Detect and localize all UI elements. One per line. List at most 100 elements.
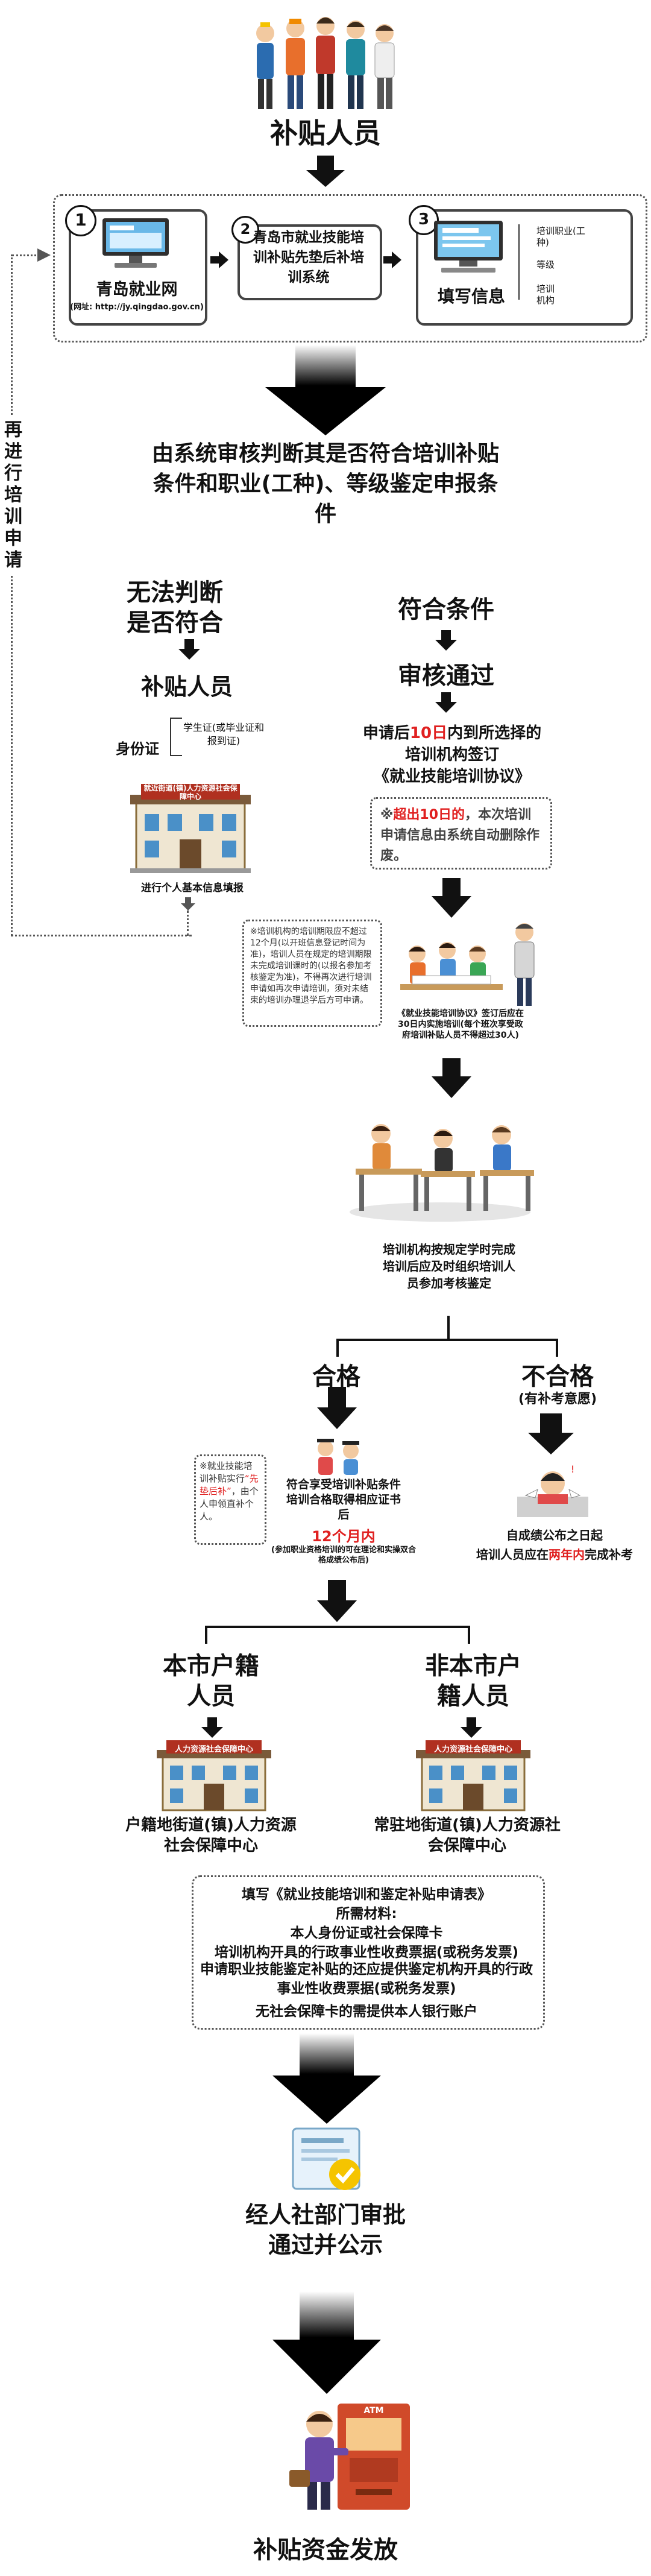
- field-item: 培训职业(工种): [536, 226, 585, 248]
- office-sign: 人力资源社会保障中心: [174, 1745, 253, 1754]
- step-3-number: 3: [409, 205, 439, 235]
- sign-days: 10日: [409, 724, 448, 742]
- materials-panel: [192, 1875, 545, 2030]
- loop-line-vertical: [11, 254, 13, 936]
- sign-line1b: 内到所选择的培训机构签订: [404, 724, 542, 764]
- materials-line3: 本人身份证或社会保障卡: [290, 1925, 443, 1941]
- page-title: 补贴人员: [270, 117, 381, 150]
- approved-title: 审核通过: [398, 662, 494, 690]
- exam-classroom-illustration: [344, 1110, 536, 1226]
- materials-line6: 无社会保障卡的需提供本人银行账户: [256, 2004, 477, 2019]
- loop-arrow-icon: [37, 248, 51, 264]
- pass-title: 合格: [312, 1363, 360, 1391]
- judge-text: 由系统审核判断其是否符合培训补贴条件和职业(工种)、等级鉴定申报条件: [151, 441, 499, 526]
- workers-illustration: [247, 9, 404, 112]
- step-3-bracket: [518, 224, 528, 300]
- pass-line1: 符合享受培训补贴条件培训合格取得相应证书后: [286, 1478, 401, 1521]
- split-line-right: [556, 1339, 558, 1357]
- graduates-illustration: [307, 1434, 368, 1479]
- arrow-down-icon: [181, 897, 195, 913]
- office-sign: 就近街道(镇)人力资源社会保障中心: [143, 784, 237, 801]
- office-building-icon: [416, 1740, 530, 1815]
- pass-months: 12个月内: [312, 1528, 376, 1545]
- steps-panel: [53, 194, 647, 343]
- sign-agreement-text: 申请后10日内到所选择的培训机构签订 《就业技能培训协议》: [362, 722, 542, 788]
- local-title: 本市户籍人员: [163, 1652, 259, 1710]
- arrow-down-icon: [435, 692, 457, 715]
- split-line-horizontal: [205, 1626, 470, 1628]
- approved-document-icon: [287, 2124, 371, 2199]
- split-line-horizontal: [336, 1339, 558, 1341]
- info-fill-note: 进行个人基本信息填报: [141, 882, 244, 894]
- warn-prefix: ※: [380, 807, 394, 822]
- fail-line1: 自成绩公布之日起: [506, 1528, 603, 1542]
- review-title: 经人社部门审批通过并公示: [245, 2202, 406, 2258]
- agreement-name: 《就业技能培训协议》: [373, 768, 530, 786]
- office-building-icon: [130, 784, 251, 877]
- field-item: 培训机构: [536, 283, 555, 306]
- form-screen-icon: [429, 221, 508, 277]
- training-period-note: ※培训机构的培训期限应不超过12个月(以开班信息登记时间为准)，培训人员在规定的…: [242, 920, 382, 1027]
- materials-line1: 填写《就业技能培训和鉴定补贴申请表》: [242, 1887, 491, 1902]
- fail-line2: 培训人员应在两年内完成补考: [464, 1545, 645, 1562]
- computer-icon: [96, 218, 175, 273]
- side-label: 再进行培训申请: [0, 416, 24, 575]
- agreement-note: 《就业技能培训协议》签订后应在30日内实施培训(每个班次享受政府培训补贴人员不得…: [397, 1009, 524, 1040]
- step-1-number: 1: [65, 205, 96, 236]
- arrow-down-icon: [435, 630, 457, 653]
- local-office: 户籍地街道(镇)人力资源社会保障中心: [125, 1816, 297, 1855]
- id-bracket: [170, 718, 182, 756]
- classroom-illustration: [388, 918, 551, 1011]
- step-1-title: 青岛就业网: [96, 280, 178, 299]
- arrow-down-icon: [306, 156, 345, 189]
- materials-line4: 培训机构开具的行政事业性收费票据(或税务发票): [214, 1945, 519, 1960]
- arrow-right-icon: [210, 251, 228, 271]
- right-branch-title: 符合条件: [398, 596, 494, 623]
- materials-line2: 所需材料:: [336, 1906, 397, 1922]
- arrow-down-icon: [528, 1413, 574, 1457]
- stressed-student-illustration: !: [514, 1459, 592, 1522]
- left-branch-title: 无法判断是否符合: [127, 579, 223, 637]
- connector-line: [187, 911, 189, 936]
- fail-title: 不合格: [521, 1363, 594, 1391]
- note2-a: ※就业技能培训补贴实行: [200, 1460, 253, 1484]
- fail-line2red: 两年内: [549, 1547, 585, 1562]
- student-label: 学生证(或毕业证和报到证): [183, 722, 265, 747]
- nonlocal-title: 非本市户籍人员: [425, 1652, 521, 1710]
- final-title: 补贴资金发放: [253, 2536, 398, 2564]
- exam-note: 培训机构按规定学时完成培训后应及时组织培训人员参加考核鉴定: [383, 1242, 515, 1290]
- materials-line5: 申请职业技能鉴定补贴的还应提供鉴定机构开具的行政事业性收费票据(或税务发票): [200, 1962, 533, 1997]
- arrow-down-icon: [432, 1058, 471, 1100]
- arrow-right-icon: [383, 251, 401, 271]
- split-line-right: [468, 1626, 470, 1644]
- big-arrow-down-icon: [272, 2033, 381, 2126]
- step-2-number: 2: [231, 216, 259, 244]
- step-3-title: 填写信息: [437, 286, 505, 306]
- arrow-down-icon: [317, 1387, 357, 1432]
- nonlocal-office: 常驻地街道(镇)人力资源社会保障中心: [374, 1816, 561, 1855]
- sign-line1: 申请后: [362, 724, 410, 742]
- loop-line-top: [12, 254, 47, 256]
- arrow-down-icon: [461, 1717, 482, 1740]
- big-arrow-down-icon: [272, 2291, 381, 2396]
- step-1-url[interactable]: (网址: http://jy.qingdao.gov.cn): [70, 303, 204, 312]
- subsidy-method-note: ※就业技能培训补贴实行“先垫后补”，由个人申领直补个人。: [194, 1454, 266, 1545]
- fail-sub: (有补考意愿): [518, 1392, 597, 1407]
- step-2-card: [237, 224, 382, 300]
- fail-line2b: 完成补考: [585, 1547, 633, 1562]
- atm-withdrawal-illustration: [283, 2398, 428, 2514]
- pass-line3: (参加职业资格培训的可在理论和实操双合格成绩公布后): [271, 1545, 416, 1565]
- split-line-left: [205, 1626, 207, 1644]
- arrow-down-icon: [317, 1580, 357, 1624]
- split-line-left: [336, 1339, 339, 1357]
- warn-red: 超出10日的: [393, 807, 465, 822]
- warn-rest: ，本次培训申请信息由系统自动删除作废。: [380, 807, 540, 863]
- office-building-icon: [157, 1740, 271, 1815]
- step-2-title: 青岛市就业技能培训补贴先垫后补培训系统: [253, 230, 364, 285]
- id-card-label: 身份证: [116, 740, 159, 757]
- note2-b: ，由个人申领直补个人。: [200, 1486, 259, 1522]
- office-sign: 人力资源社会保障中心: [433, 1745, 512, 1754]
- arrow-down-icon: [201, 1717, 223, 1740]
- note2-red: “先垫后补”: [200, 1473, 259, 1497]
- loop-line-bottom: [11, 935, 192, 936]
